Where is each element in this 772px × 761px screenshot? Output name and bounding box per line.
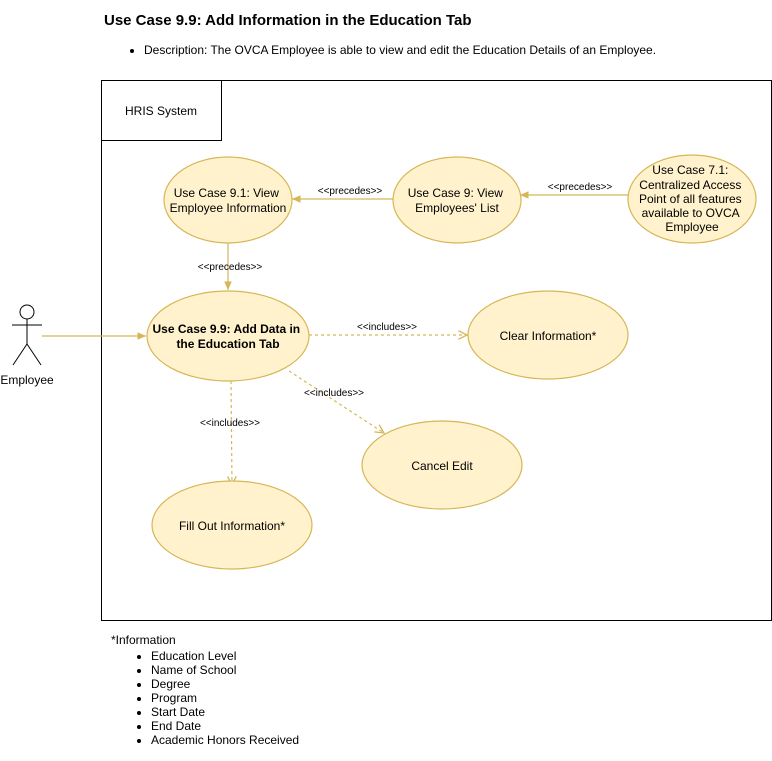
usecase-view-employee-info[interactable]: Use Case 9.1: View Employee Information [163, 156, 293, 244]
notes-item: Degree [151, 677, 299, 691]
use-case-diagram: HRIS System Employee <<precedes>> <<prec… [0, 80, 772, 621]
usecase-add-data-education[interactable]: Use Case 9.9: Add Data in the Education … [146, 290, 310, 382]
usecase-cancel-edit-label: Cancel Edit [411, 459, 473, 473]
notes-item: Start Date [151, 705, 299, 719]
actor-label: Employee [0, 373, 54, 387]
description: Description: The OVCA Employee is able t… [128, 43, 656, 57]
usecase-centralized-access-label: Use Case 7.1: Centralized Access Point o… [639, 163, 745, 234]
notes-list: Education Level Name of School Degree Pr… [151, 649, 299, 747]
usecase-centralized-access[interactable]: Use Case 7.1: Centralized Access Point o… [627, 154, 757, 244]
notes-item: Program [151, 691, 299, 705]
usecase-cancel-edit[interactable]: Cancel Edit [361, 420, 523, 510]
label-includes-clear: <<includes>> [357, 322, 417, 333]
label-includes-fill: <<includes>> [200, 418, 260, 429]
notes-heading: *Information [111, 633, 176, 647]
label-precedes-list-info: <<precedes>> [318, 186, 383, 197]
system-label-box [101, 80, 222, 141]
label-precedes-central-list: <<precedes>> [548, 182, 613, 193]
usecase-clear-information[interactable]: Clear Information* [467, 290, 629, 380]
usecase-fill-out-information[interactable]: Fill Out Information* [151, 480, 313, 570]
label-includes-cancel: <<includes>> [304, 388, 364, 399]
usecase-fill-out-information-label: Fill Out Information* [179, 519, 285, 533]
includes-cancel [288, 370, 384, 433]
usecase-view-employee-info-label: Use Case 9.1: View Employee Information [170, 186, 287, 215]
information-notes: *Information Education Level Name of Sch… [111, 633, 299, 747]
notes-item: End Date [151, 719, 299, 733]
usecase-add-data-education-label: Use Case 9.9: Add Data in the Education … [153, 322, 304, 351]
includes-fill [231, 380, 232, 485]
notes-item: Academic Honors Received [151, 733, 299, 747]
page-title: Use Case 9.9: Add Information in the Edu… [104, 12, 472, 29]
usecase-view-employees-list[interactable]: Use Case 9: View Employees' List [392, 156, 522, 244]
notes-item: Education Level [151, 649, 299, 663]
description-text: Description: The OVCA Employee is able t… [144, 43, 656, 57]
label-precedes-info-add: <<precedes>> [198, 262, 263, 273]
system-label: HRIS System [125, 104, 197, 118]
usecase-clear-information-label: Clear Information* [500, 329, 597, 343]
actor-employee[interactable] [12, 304, 42, 366]
usecase-view-employees-list-label: Use Case 9: View Employees' List [408, 186, 507, 215]
notes-item: Name of School [151, 663, 299, 677]
